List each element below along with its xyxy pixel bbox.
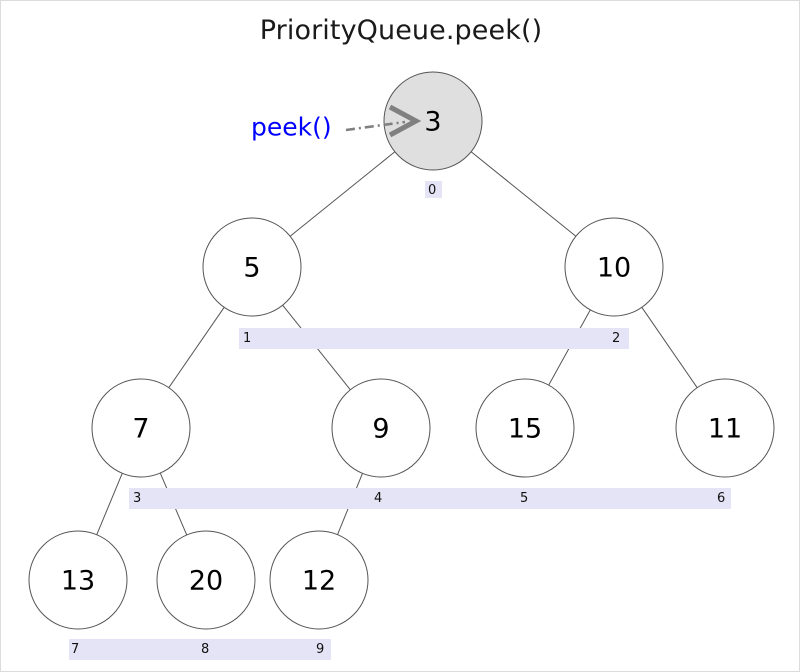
tree-node-7[interactable] bbox=[28, 530, 128, 630]
peek-arrow-shaft bbox=[345, 120, 406, 132]
node-index-3: 3 bbox=[133, 491, 142, 506]
node-value-5: 15 bbox=[507, 413, 543, 445]
index-row-highlight-3 bbox=[69, 639, 331, 660]
index-row-highlight-0 bbox=[425, 181, 442, 198]
node-index-4: 4 bbox=[374, 491, 383, 506]
tree-node-1[interactable] bbox=[202, 217, 302, 317]
node-index-7: 7 bbox=[71, 642, 80, 657]
node-index-9: 9 bbox=[316, 642, 325, 657]
node-value-4: 9 bbox=[372, 413, 390, 445]
node-index-8: 8 bbox=[201, 642, 210, 657]
node-index-5: 5 bbox=[520, 491, 529, 506]
tree-edge bbox=[168, 307, 225, 388]
node-value-3: 7 bbox=[132, 413, 150, 445]
node-value-0: 3 bbox=[424, 106, 442, 138]
peek-arrow-icon bbox=[345, 104, 422, 138]
node-value-1: 5 bbox=[243, 252, 261, 284]
tree-edge bbox=[641, 307, 698, 388]
node-index-1: 1 bbox=[243, 331, 252, 346]
tree-node-2[interactable] bbox=[564, 217, 664, 317]
tree-node-9[interactable] bbox=[269, 530, 369, 630]
tree-node-3[interactable] bbox=[91, 378, 191, 478]
tree-node-0[interactable] bbox=[383, 71, 483, 171]
node-value-8: 20 bbox=[188, 565, 224, 597]
node-index-0: 0 bbox=[428, 183, 437, 198]
node-value-2: 10 bbox=[596, 252, 632, 284]
index-row-highlight-2 bbox=[129, 488, 731, 509]
tree-node-5[interactable] bbox=[475, 378, 575, 478]
tree-node-4[interactable] bbox=[331, 378, 431, 478]
node-value-6: 11 bbox=[707, 413, 743, 445]
peek-arrow-head bbox=[388, 104, 422, 138]
node-index-2: 2 bbox=[612, 331, 621, 346]
tree-edge bbox=[470, 151, 577, 237]
tree-node-6[interactable] bbox=[675, 378, 775, 478]
index-row-highlight-1 bbox=[239, 328, 629, 349]
page-title: PriorityQueue.peek() bbox=[259, 15, 543, 46]
peek-annotation-label: peek() bbox=[251, 112, 332, 142]
node-index-6: 6 bbox=[717, 491, 726, 506]
tree-node-8[interactable] bbox=[156, 530, 256, 630]
node-value-7: 13 bbox=[60, 565, 96, 597]
tree-edge bbox=[96, 473, 123, 535]
tree-edge bbox=[289, 151, 396, 237]
node-value-9: 12 bbox=[301, 565, 337, 597]
tree-nodes bbox=[28, 71, 775, 630]
